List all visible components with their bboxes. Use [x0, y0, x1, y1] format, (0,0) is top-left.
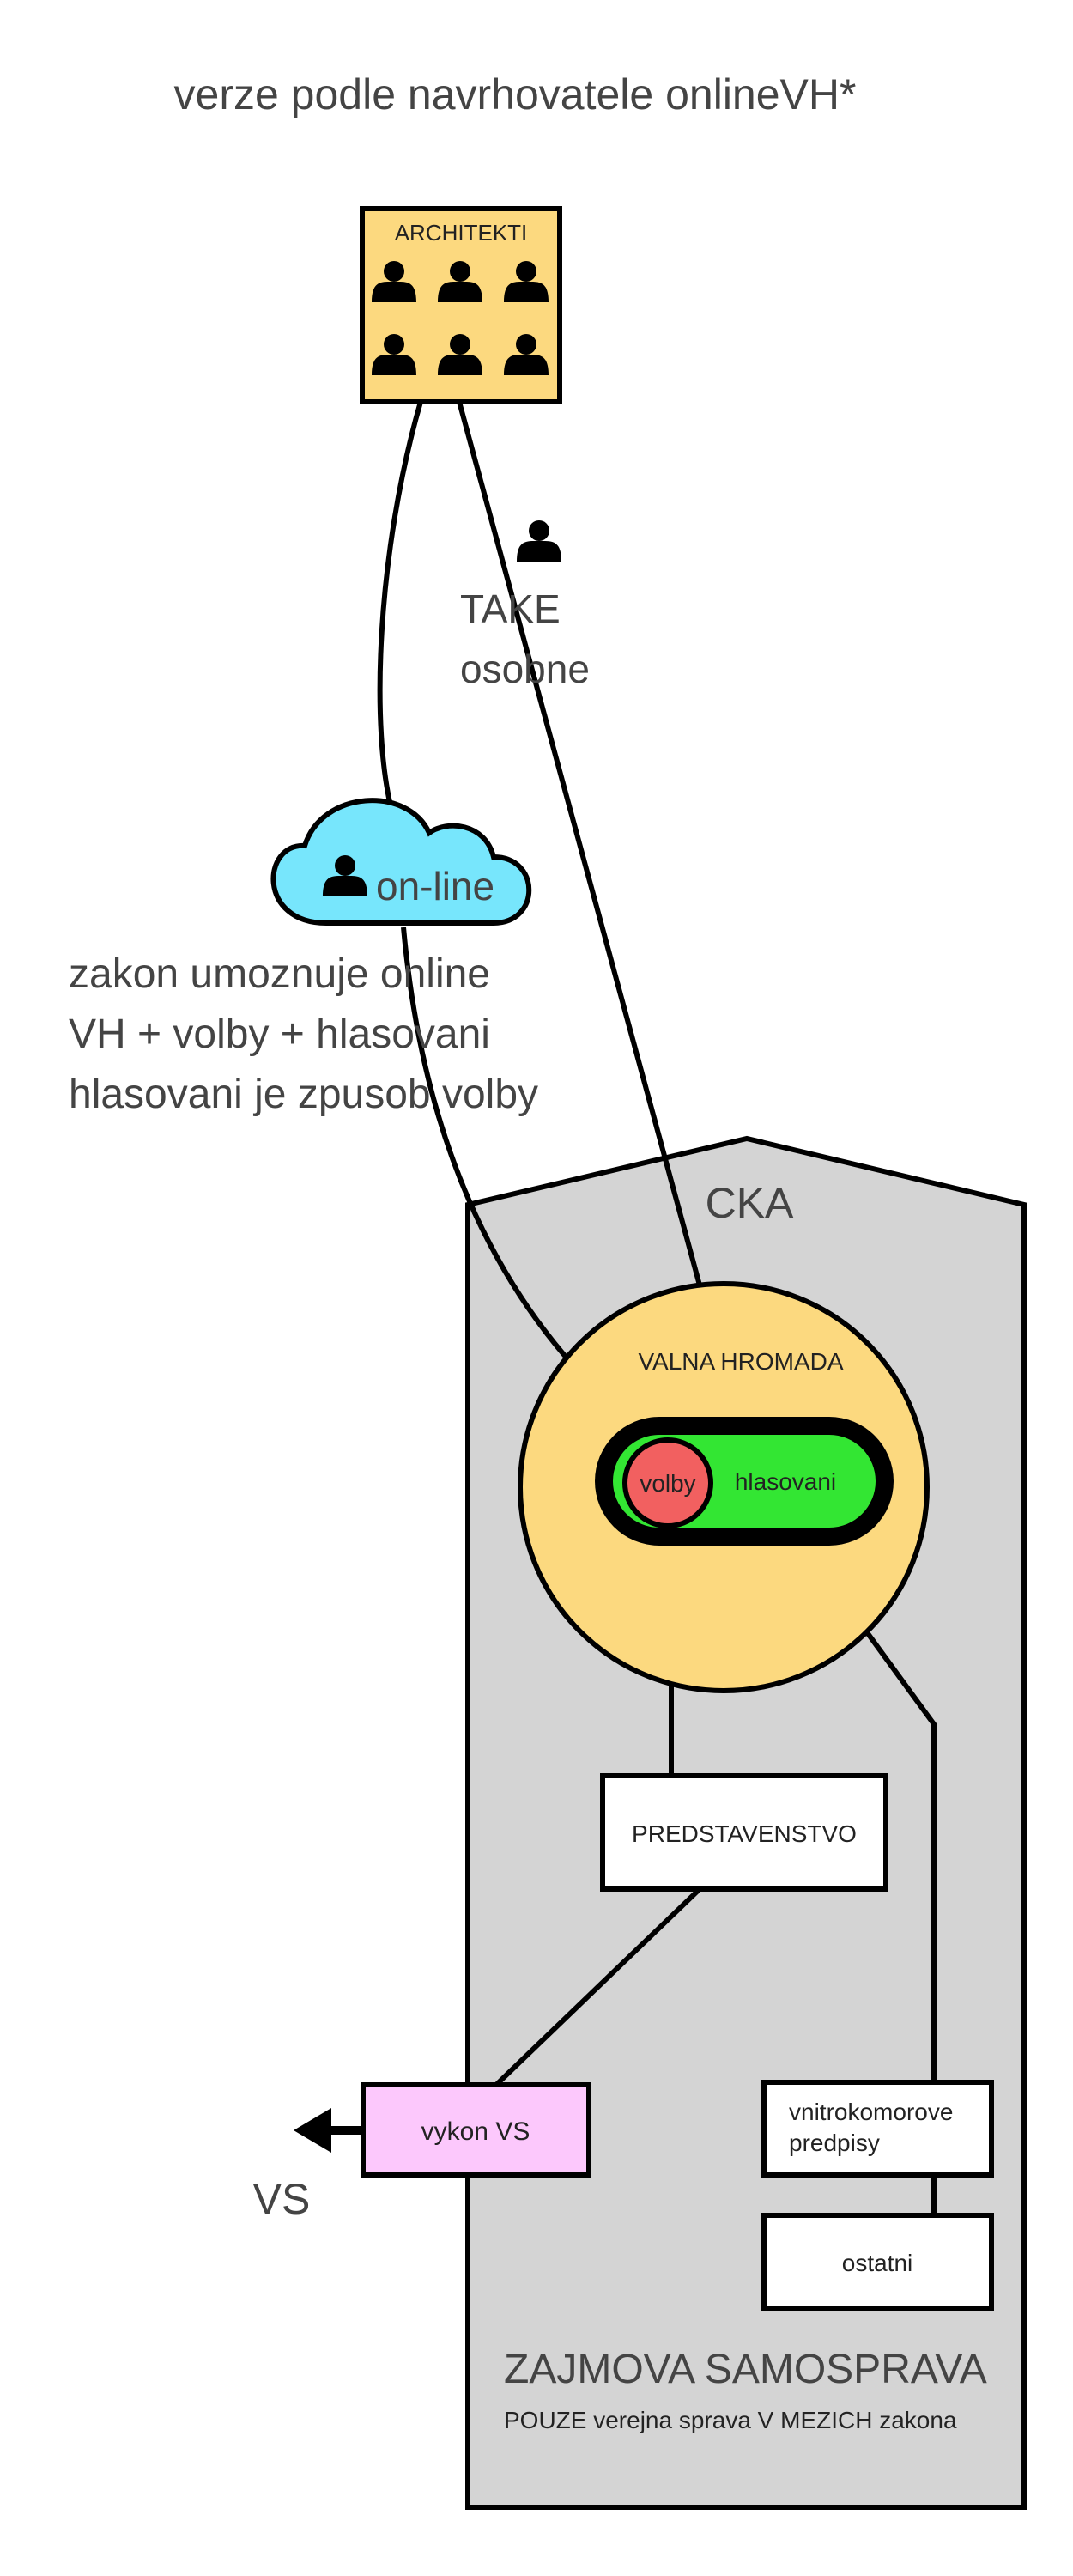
predstavenstvo-box — [600, 1773, 888, 1892]
zajmova-title: ZAJMOVA SAMOSPRAVA — [504, 2347, 987, 2392]
architekti-label: ARCHITEKTI — [395, 220, 528, 246]
predstavenstvo-to-vykon-line — [494, 1886, 702, 2087]
ostatni-label: ostatni — [842, 2250, 913, 2276]
volby-label: volby — [640, 1470, 695, 1497]
hlasovani-label: hlasovani — [735, 1468, 836, 1495]
vnitrokomorove-line-2: predpisy — [789, 2129, 880, 2156]
valna-hromada-label: VALNA HROMADA — [638, 1348, 843, 1375]
online-to-valna-line — [401, 927, 593, 1387]
zakon-line-3: hlasovani je zpusob volby — [69, 1072, 538, 1117]
page-title: verze podle navrhovatele onlineVH* — [174, 70, 857, 118]
take-label: TAKE — [460, 586, 561, 631]
vs-label: VS — [253, 2175, 311, 2223]
vykon-vs-label: vykon VS — [421, 2117, 530, 2146]
vnitrokomorove-box — [761, 2080, 994, 2178]
predstavenstvo-label: PREDSTAVENSTVO — [632, 1820, 857, 1847]
zajmova-subtitle: POUZE verejna sprava V MEZICH zakona — [504, 2407, 957, 2433]
cka-label: CKA — [706, 1179, 794, 1227]
volby-circle — [622, 1437, 713, 1528]
zakon-line-1: zakon umoznuje online — [69, 951, 490, 997]
arrow-left-icon — [294, 2108, 363, 2153]
vnitrokomorove-line-1: vnitrokomorove — [789, 2099, 953, 2125]
architekti-to-online-line — [377, 401, 423, 817]
ostatni-box — [761, 2213, 994, 2311]
person-icon — [517, 520, 561, 562]
architekti-to-valna-line — [457, 401, 706, 1302]
vykon-vs-box — [361, 2082, 591, 2178]
osobne-label: osobne — [460, 647, 590, 691]
zakon-line-2: VH + volby + hlasovani — [69, 1012, 490, 1057]
online-label: on-line — [376, 864, 494, 908]
